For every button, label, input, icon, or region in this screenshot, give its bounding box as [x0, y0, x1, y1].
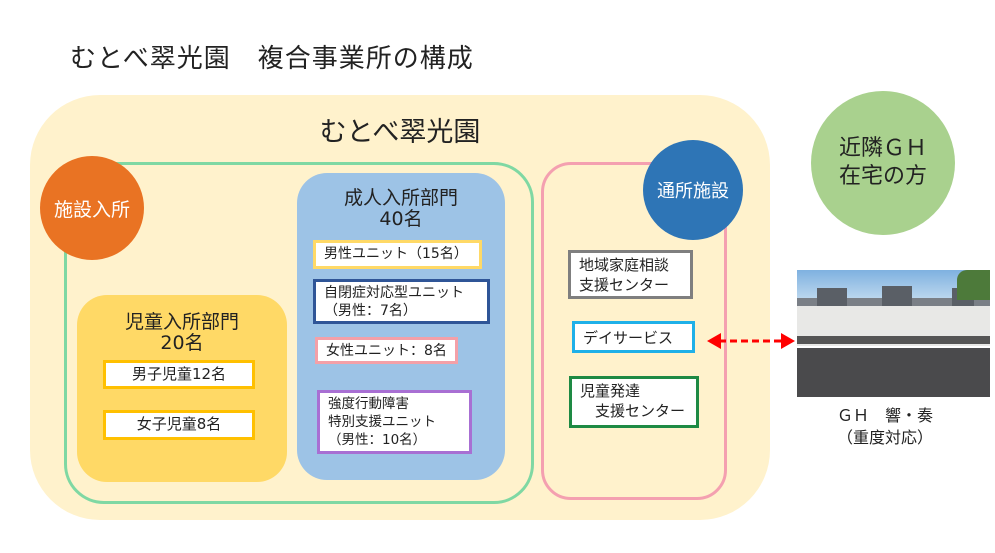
unit-autism: 自閉症対応型ユニット （男性：7名） — [313, 279, 490, 324]
unit-label: 地域家庭相談 — [579, 256, 670, 274]
adults-section: 成人入所部門 40名 男性ユニット（15名） 自閉症対応型ユニット （男性：7名）… — [297, 173, 505, 480]
adults-title: 成人入所部門 — [343, 187, 458, 209]
unit-boys: 男子児童12名 — [103, 360, 255, 389]
unit-behavior: 強度行動障害特別支援ユニット （男性：10名） — [317, 390, 472, 454]
unit-label: 児童発達 — [580, 382, 641, 400]
unit-child-development: 児童発達 支援センター — [569, 376, 699, 428]
children-title: 児童入所部門 — [124, 311, 239, 333]
neighbor-line1: 近隣ＧＨ — [838, 136, 927, 161]
bidirectional-arrow-icon — [707, 333, 795, 349]
children-section: 児童入所部門 20名 男子児童12名 女子児童8名 — [77, 295, 287, 482]
children-count: 20名 — [160, 332, 204, 354]
unit-label2: 特別支援ユニット — [328, 414, 436, 430]
unit-label: 男性ユニット（15名） — [324, 246, 468, 262]
neighbor-badge: 近隣ＧＨ 在宅の方 — [811, 91, 955, 235]
unit-sub: （男性：10名） — [328, 432, 427, 448]
adults-count: 40名 — [379, 208, 423, 230]
unit-sub: （男性：7名） — [324, 303, 417, 319]
caption-note: （重度対応） — [836, 428, 933, 447]
daycare-badge: 通所施設 — [643, 140, 743, 240]
unit-male: 男性ユニット（15名） — [313, 240, 482, 269]
residential-container — [64, 162, 534, 504]
caption-name: ＧＨ 響・奏 — [836, 406, 933, 425]
facility-title: むとべ翠光園 — [319, 117, 481, 148]
unit-label: デイサービス — [583, 329, 674, 347]
page-title: むとべ翠光園 複合事業所の構成 — [70, 44, 474, 74]
neighbor-line2: 在宅の方 — [838, 164, 927, 189]
residential-badge: 施設入所 — [40, 156, 144, 260]
unit-family-support: 地域家庭相談支援センター — [568, 250, 693, 299]
group-home-photo — [797, 270, 990, 397]
group-home-caption: ＧＨ 響・奏 （重度対応） — [800, 405, 970, 449]
daycare-container — [541, 162, 727, 500]
unit-label2: 支援センター — [579, 276, 670, 294]
unit-label2: 支援センター — [580, 402, 686, 420]
unit-female: 女性ユニット：8名 — [315, 337, 458, 364]
unit-label: 強度行動障害 — [328, 396, 409, 412]
unit-girls: 女子児童8名 — [103, 410, 255, 440]
unit-day-service: デイサービス — [572, 321, 695, 353]
unit-label: 自閉症対応型ユニット — [324, 285, 464, 301]
unit-label: 女性ユニット：8名 — [326, 343, 447, 359]
